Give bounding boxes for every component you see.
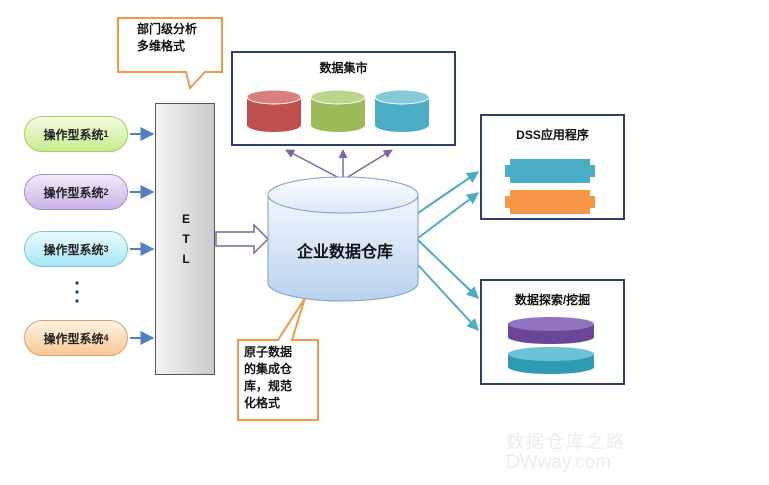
dss-shapes bbox=[505, 159, 595, 214]
mining-disk-teal bbox=[508, 347, 594, 374]
callout-bottom-line-3: 库，规范 bbox=[244, 379, 293, 393]
source-system-label: 操作型系统 bbox=[43, 242, 104, 257]
data-mart-title: 数据集市 bbox=[319, 61, 368, 75]
data-mart-cylinder-green bbox=[310, 89, 366, 132]
source-system-label: 操作型系统 bbox=[43, 127, 104, 142]
callout-top-line-1: 部门级分析 bbox=[137, 22, 198, 36]
callout-bottom-shape bbox=[237, 297, 319, 421]
etl-letter-l: L bbox=[182, 252, 190, 266]
source-system-number: 2 bbox=[103, 187, 109, 197]
source-system-label: 操作型系统 bbox=[43, 185, 104, 200]
source-system-label: 操作型系统 bbox=[43, 331, 104, 346]
callout-bottom-line-2: 的集成仓 bbox=[244, 362, 293, 376]
arrow-to-mart-left bbox=[285, 149, 344, 181]
source-system-number: 3 bbox=[103, 244, 109, 254]
etl-letter-e: E bbox=[181, 212, 190, 226]
arrow-to-dss-1 bbox=[417, 171, 479, 214]
ellipsis-dot bbox=[75, 281, 79, 285]
data-mart-panel: 数据集市 bbox=[231, 51, 456, 146]
dss-panel: DSS应用程序 bbox=[480, 114, 625, 220]
data-mart-cylinders bbox=[246, 89, 430, 132]
callout-top-text: 部门级分析 多维格式 bbox=[137, 21, 197, 55]
dss-title: DSS应用程序 bbox=[516, 128, 589, 142]
arrow-to-mining-1 bbox=[417, 239, 479, 299]
etl-letter-t: T bbox=[182, 232, 190, 246]
dss-bar-teal bbox=[505, 159, 595, 183]
mining-disk-purple bbox=[508, 317, 594, 344]
data-mart-cylinder-teal bbox=[374, 89, 430, 132]
watermark-line-2: DWway.com bbox=[506, 452, 612, 473]
data-mart-cylinder-red bbox=[246, 89, 302, 132]
watermark-line-1: 数据仓库之路 bbox=[506, 432, 626, 452]
callout-top-shape bbox=[117, 17, 223, 91]
arrow-etl-to-warehouse bbox=[215, 223, 270, 255]
callout-bottom-line-1: 原子数据 bbox=[244, 345, 293, 359]
warehouse-cylinder bbox=[267, 176, 419, 302]
etl-box: E T L bbox=[155, 103, 215, 375]
callout-bottom-text: 原子数据 的集成仓 库，规范 化格式 bbox=[244, 344, 292, 412]
source-system-number: 1 bbox=[103, 129, 109, 139]
source-system-number: 4 bbox=[103, 333, 109, 343]
mining-title: 数据探索/挖掘 bbox=[514, 293, 591, 307]
ellipsis-dot bbox=[75, 290, 79, 294]
callout-top-line-2: 多维格式 bbox=[137, 39, 186, 53]
arrow-to-mining-2 bbox=[417, 264, 479, 331]
ellipsis-dot bbox=[75, 299, 79, 303]
mining-panel: 数据探索/挖掘 bbox=[480, 279, 625, 385]
arrow-to-mart-right bbox=[342, 149, 393, 181]
mining-shapes bbox=[508, 317, 594, 374]
warehouse-label: 企业数据仓库 bbox=[296, 244, 393, 261]
dss-bar-orange bbox=[505, 190, 595, 214]
arrow-to-dss-2 bbox=[417, 192, 479, 239]
callout-bottom-line-4: 化格式 bbox=[244, 396, 281, 410]
